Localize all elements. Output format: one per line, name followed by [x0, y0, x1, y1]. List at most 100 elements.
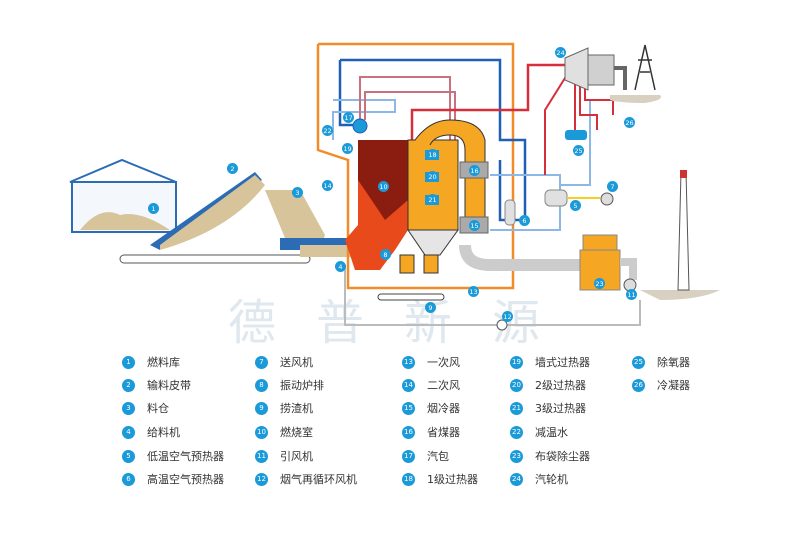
legend-label: 振动炉排: [280, 379, 324, 392]
legend-number-badge: 13: [402, 355, 415, 369]
legend-label: 燃烧室: [280, 426, 313, 439]
legend-item: 13 一次风: [402, 354, 460, 370]
feedwater-line: [338, 60, 355, 127]
diagram-tag-10: 10: [378, 181, 389, 192]
diagram-tag-15: 15: [469, 220, 480, 231]
legend-label: 低温空气预热器: [147, 450, 224, 463]
diagram-tag-21: 21: [427, 194, 438, 205]
diagram-tag-17: 17: [343, 112, 354, 123]
diagram-tag-2: 2: [227, 163, 238, 174]
legend-number-badge: 10: [255, 425, 268, 439]
legend-number-badge: 23: [510, 449, 523, 463]
legend-number-badge: 14: [402, 378, 415, 392]
air-line: [560, 99, 630, 186]
legend-label: 二次风: [427, 379, 460, 392]
legend-number-badge: 19: [510, 355, 523, 369]
legend-label: 料仓: [147, 402, 169, 415]
legend-number-badge: 17: [402, 449, 415, 463]
legend-label: 燃料库: [147, 356, 180, 369]
watermark: 德普新源: [228, 295, 581, 351]
fan-icon: [496, 319, 508, 331]
diagram-tag-19: 19: [342, 143, 353, 154]
feedwater-line: [340, 58, 527, 222]
diagram-tag-14: 14: [322, 180, 333, 191]
legend-number-badge: 15: [402, 401, 415, 415]
legend-number-badge: 11: [255, 449, 268, 463]
legend-label: 烟冷器: [427, 402, 460, 415]
diagram-tag-9: 9: [425, 302, 436, 313]
chimney: [677, 171, 690, 291]
legend-item: 25 除氧器: [632, 354, 690, 370]
diagram-tag-4: 4: [335, 261, 346, 272]
legend-number-badge: 18: [402, 472, 415, 486]
power-tower-icon: [634, 44, 656, 91]
legend-label: 烟气再循环风机: [280, 473, 357, 486]
legend-item: 5 低温空气预热器: [122, 448, 224, 464]
legend-number-badge: 3: [122, 401, 135, 415]
legend-label: 高温空气预热器: [147, 473, 224, 486]
conveyor-belt: [119, 172, 311, 264]
diagram-tag-12: 12: [502, 311, 513, 322]
legend-label: 一次风: [427, 356, 460, 369]
legend-label: 输料皮带: [147, 379, 191, 392]
legend-label: 汽包: [427, 450, 449, 463]
legend-item: 3 料仓: [122, 400, 169, 416]
slag-conveyor: [377, 293, 445, 301]
legend-item: 17 汽包: [402, 448, 449, 464]
diagram-tag-5: 5: [570, 200, 581, 211]
legend-label: 送风机: [280, 356, 313, 369]
fuel-warehouse: [69, 158, 177, 233]
legend-label: 2级过热器: [535, 379, 586, 392]
deaerator-shape: [565, 130, 587, 140]
low-temp-air-preheater: [544, 189, 568, 207]
high-temp-air-preheater: [504, 199, 516, 226]
extraction-steam-line: [544, 69, 571, 175]
diagram-tag-8: 8: [380, 249, 391, 260]
legend-number-badge: 8: [255, 378, 268, 392]
diagram-tag-22: 22: [322, 125, 333, 136]
legend-number-badge: 6: [122, 472, 135, 486]
legend-label: 捞渣机: [280, 402, 313, 415]
legend-label: 给料机: [147, 426, 180, 439]
legend-number-badge: 4: [122, 425, 135, 439]
legend-label: 3级过热器: [535, 402, 586, 415]
diagram-tag-3: 3: [292, 187, 303, 198]
legend-label: 除氧器: [657, 356, 690, 369]
legend-item: 11 引风机: [255, 448, 313, 464]
legend-number-badge: 5: [122, 449, 135, 463]
legend-item: 9 捞渣机: [255, 400, 313, 416]
legend-number-badge: 9: [255, 401, 268, 415]
legend-label: 省煤器: [427, 426, 460, 439]
legend-number-badge: 25: [632, 355, 645, 369]
legend-number-badge: 2: [122, 378, 135, 392]
legend-number-badge: 24: [510, 472, 523, 486]
diagram-tag-23: 23: [594, 278, 605, 289]
legend-label: 引风机: [280, 450, 313, 463]
steam-turbine: [564, 44, 661, 103]
diagram-tag-18: 18: [427, 149, 438, 160]
diagram-tag-20: 20: [427, 171, 438, 182]
extraction-steam-line: [579, 72, 598, 130]
diagram-tag-24: 24: [555, 47, 566, 58]
diagram-tag-26: 26: [624, 117, 635, 128]
legend-label: 减温水: [535, 426, 568, 439]
legend-item: 15 烟冷器: [402, 400, 460, 416]
legend-item: 10 燃烧室: [255, 424, 313, 440]
legend-item: 4 给料机: [122, 424, 180, 440]
diagram-tag-11: 11: [626, 289, 637, 300]
legend-item: 6 高温空气预热器: [122, 471, 224, 487]
recirculation-line: [344, 265, 641, 326]
diagram-tag-1: 1: [148, 203, 159, 214]
diagram-tag-25: 25: [573, 145, 584, 156]
